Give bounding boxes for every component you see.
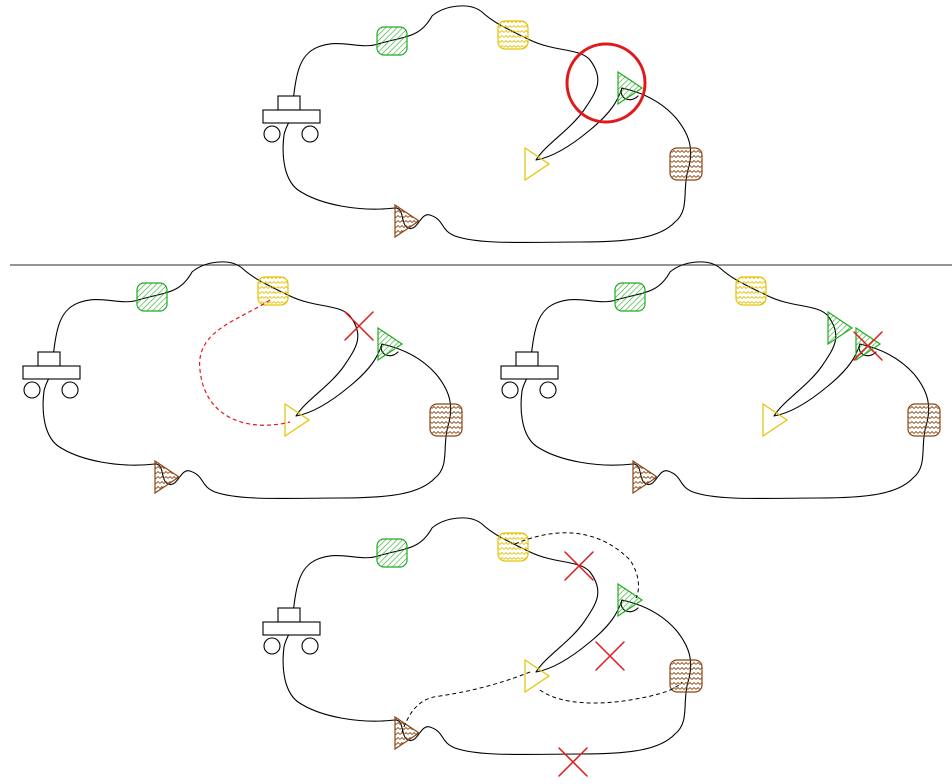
cross-icon — [558, 747, 588, 777]
highlight-circle-icon — [565, 42, 647, 124]
panel-bottom — [262, 517, 703, 777]
trajectory-middle-right — [500, 261, 941, 500]
cross-icon — [344, 311, 374, 341]
dashed-link-2 — [401, 671, 531, 733]
panel-top — [262, 5, 703, 244]
trajectory-top — [262, 5, 703, 244]
panel-middle-right — [500, 261, 941, 500]
trajectory-bottom — [262, 517, 703, 756]
dashed-link-1 — [514, 532, 639, 599]
dashed-link-red — [199, 299, 291, 426]
dashed-link-3 — [539, 681, 683, 704]
cross-icon — [564, 551, 594, 581]
cross-icon — [595, 641, 625, 671]
trajectory-middle-left — [22, 261, 463, 500]
green-triangle-icon — [827, 310, 854, 346]
panel-middle-left — [22, 261, 463, 500]
